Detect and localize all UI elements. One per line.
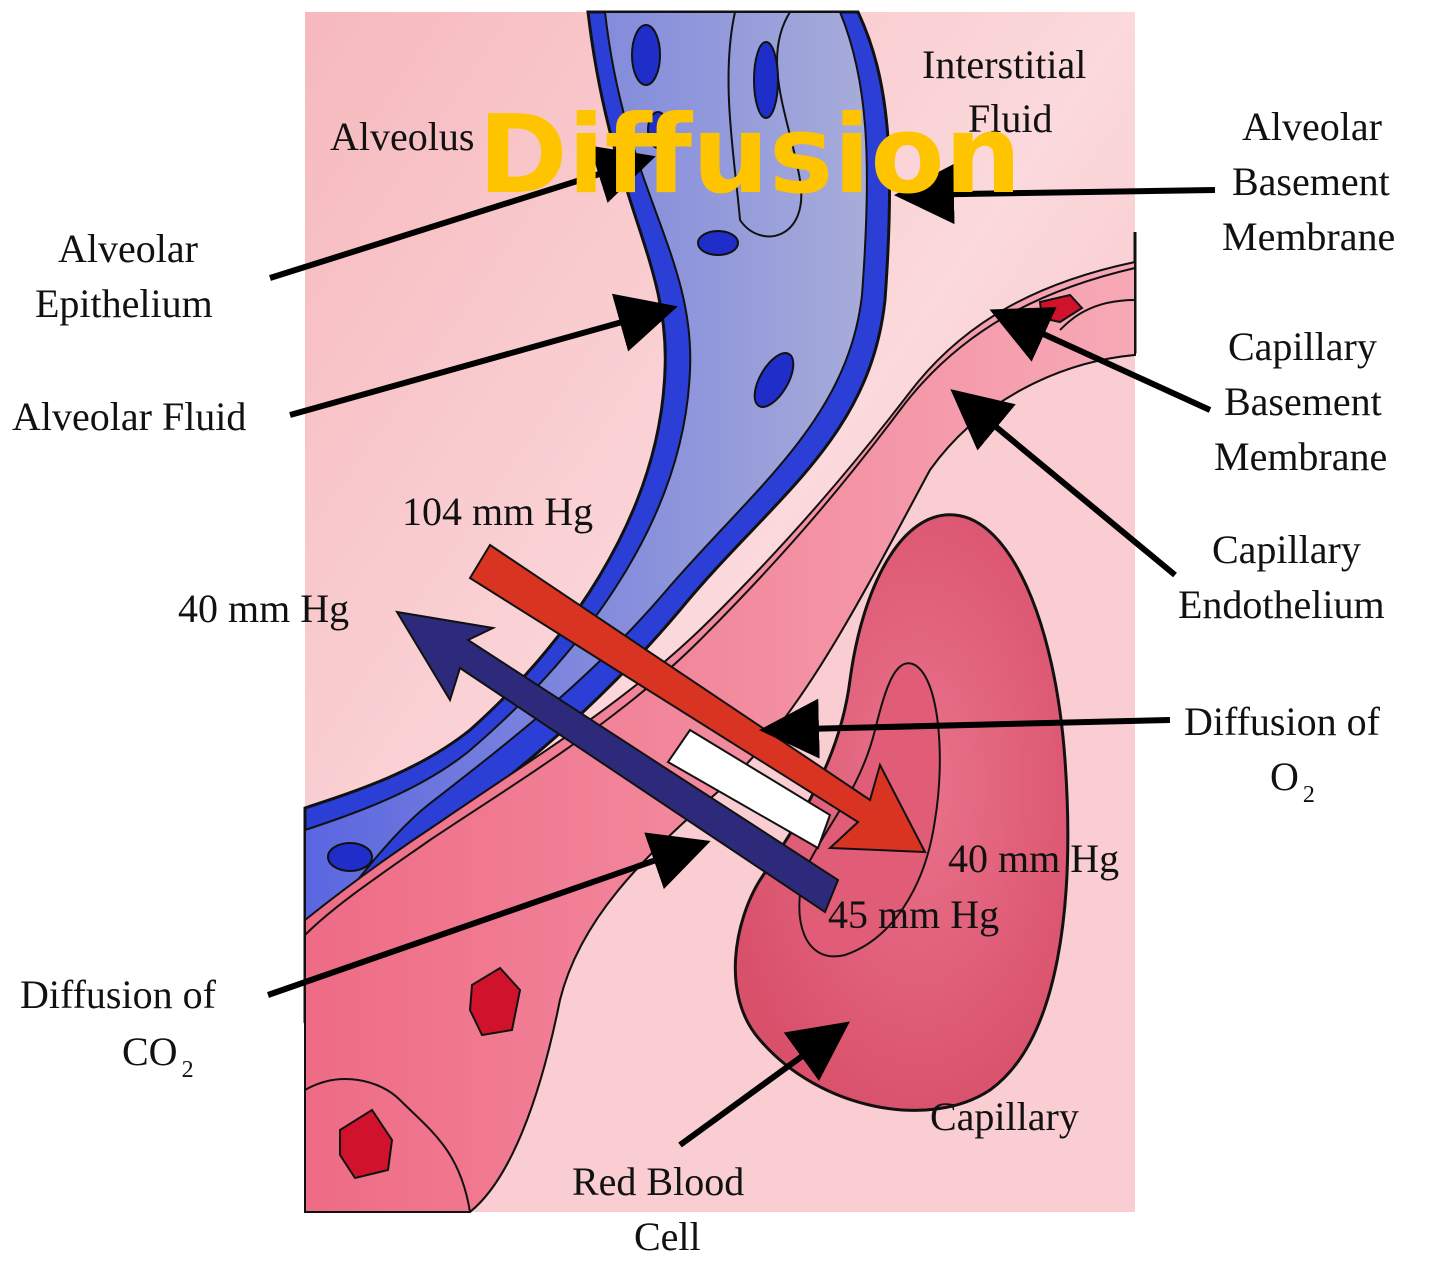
label-red-blood-cell-2: Cell (634, 1214, 701, 1259)
label-co2-symbol: CO (122, 1029, 178, 1074)
label-interstitial-fluid-1: Interstitial (922, 42, 1086, 87)
pressure-alveolar-o2: 104 mm Hg (402, 489, 593, 534)
label-capillary-endothelium-1: Capillary (1212, 527, 1361, 572)
pressure-capillary-co2: 45 mm Hg (828, 892, 999, 937)
label-alveolar-basement-1: Alveolar (1242, 104, 1382, 149)
pressure-capillary-o2: 40 mm Hg (948, 836, 1119, 881)
label-alveolar-fluid: Alveolar Fluid (12, 394, 246, 439)
label-diffusion-co2-1: Diffusion of (20, 972, 217, 1017)
label-alveolar-epithelium-1: Alveolar (58, 226, 198, 271)
pressure-alveolar-co2: 40 mm Hg (178, 586, 349, 631)
label-capillary-basement-1: Capillary (1228, 324, 1377, 369)
label-alveolar-basement-2: Basement (1232, 159, 1390, 204)
label-alveolar-epithelium-2: Epithelium (35, 281, 213, 326)
label-diffusion-o2-2: O 2 (1270, 754, 1315, 808)
label-co2-subscript: 2 (182, 1057, 194, 1083)
label-capillary-basement-3: Membrane (1214, 434, 1387, 479)
label-red-blood-cell-1: Red Blood (572, 1159, 744, 1204)
label-alveolus: Alveolus (330, 114, 474, 159)
label-o2-symbol: O (1270, 754, 1299, 799)
label-capillary-basement-2: Basement (1224, 379, 1382, 424)
label-capillary-endothelium-2: Endothelium (1178, 582, 1385, 627)
page-title: Diffusion (478, 93, 1021, 218)
label-capillary: Capillary (930, 1094, 1079, 1139)
label-diffusion-o2-1: Diffusion of (1184, 699, 1381, 744)
label-o2-subscript: 2 (1303, 782, 1315, 808)
label-alveolar-basement-3: Membrane (1222, 214, 1395, 259)
label-diffusion-co2-2: CO 2 (122, 1029, 194, 1083)
